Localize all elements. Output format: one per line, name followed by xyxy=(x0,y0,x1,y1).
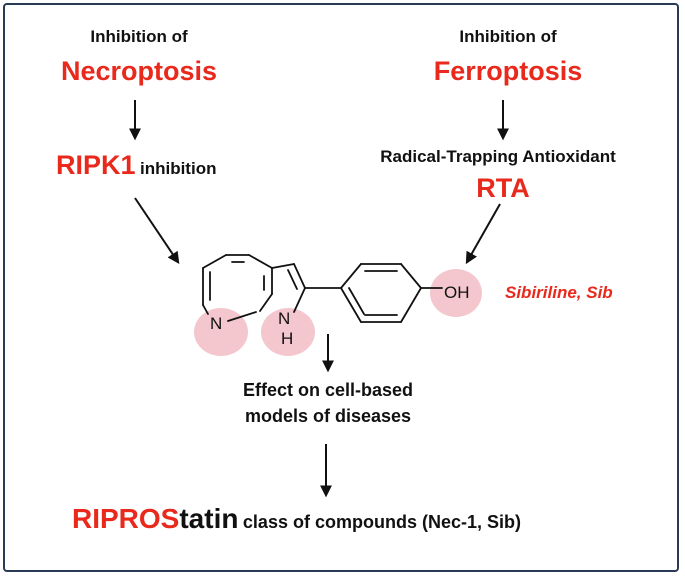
conclusion-rest: class of compounds (Nec-1, Sib) xyxy=(242,512,521,532)
right-target-ferroptosis: Ferroptosis xyxy=(433,56,583,86)
arrow-rta-molecule xyxy=(465,203,501,265)
left-target-necroptosis: Necroptosis xyxy=(60,56,218,86)
atom-n: N xyxy=(210,314,223,333)
arrow-ripk1-molecule xyxy=(134,197,180,264)
left-heading: Inhibition of xyxy=(90,27,188,46)
conclusion-riprostatin-black: tatin xyxy=(179,503,239,534)
rta-label: RTA xyxy=(476,173,530,203)
arrows xyxy=(129,100,509,498)
molecule-name: Sibiriline, Sib xyxy=(505,283,613,302)
conclusion-riprostatin-red: RIPROS xyxy=(72,503,180,534)
atom-nh-h: H xyxy=(281,329,294,348)
inhibition-label: inhibition xyxy=(139,159,217,178)
highlight-oh xyxy=(430,269,482,317)
ripk1-label: RIPK1 xyxy=(56,150,136,180)
conclusion: RIPROStatin class of compounds (Nec-1, S… xyxy=(72,503,521,535)
atom-highlights xyxy=(194,269,482,356)
highlight-n xyxy=(194,308,248,356)
right-mechanism-text: Radical-Trapping Antioxidant xyxy=(380,147,616,166)
effect-line1: Effect on cell-based xyxy=(242,380,414,400)
atom-oh: OH xyxy=(444,283,470,302)
right-heading: Inhibition of xyxy=(459,27,557,46)
highlight-nh xyxy=(261,308,315,356)
molecule-structure xyxy=(202,254,443,323)
atom-nh-n: N xyxy=(278,309,291,328)
left-mechanism: RIPK1 inhibition xyxy=(56,150,216,181)
effect-line2: models of diseases xyxy=(244,406,412,426)
